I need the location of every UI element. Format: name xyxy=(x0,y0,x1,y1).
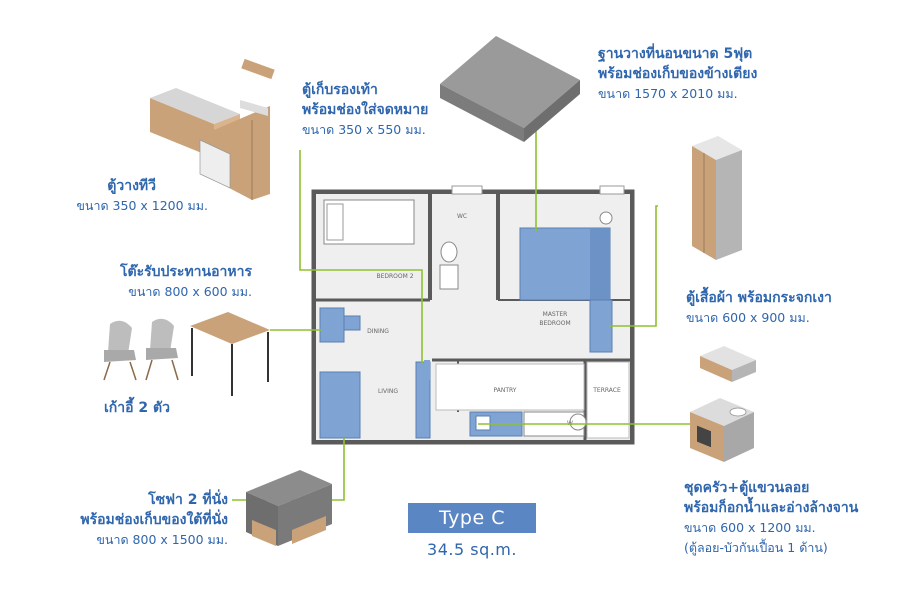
wardrobe-size: ขนาด 600 x 900 มม. xyxy=(686,310,810,325)
callout-tv-cabinet: ตู้วางทีวี ขนาด 350 x 1200 มม. xyxy=(20,176,208,216)
leader-shoe-cabinet xyxy=(299,150,423,364)
room-label-master-bedroom: BEDROOM xyxy=(539,320,570,327)
dining-table-size: ขนาด 800 x 600 มม. xyxy=(128,284,252,299)
sofa-size: ขนาด 800 x 1500 มม. xyxy=(96,532,228,547)
bed-base-illustration xyxy=(440,36,580,142)
room-label-master: MASTER xyxy=(543,311,568,318)
room-label-dining: DINING xyxy=(367,328,389,335)
callout-dining-table: โต๊ะรับประทานอาหาร ขนาด 800 x 600 มม. xyxy=(40,262,252,302)
callout-chairs: เก้าอี้ 2 ตัว xyxy=(104,398,170,418)
wardrobe-title: ตู้เสื้อผ้า พร้อมกระจกเงา xyxy=(686,290,832,306)
sofa-title: โซฟา 2 ที่นั่ง xyxy=(148,492,228,508)
bed-base-title: ฐานวางที่นอนขนาด 5ฟุต xyxy=(598,46,753,62)
dining-table-illustration xyxy=(190,312,270,396)
kitchen-note: (ตู้ลอย-บัวกันเปื้อน 1 ด้าน) xyxy=(684,540,828,555)
shoe-cabinet-title-2: พร้อมช่องใส่จดหมาย xyxy=(302,102,429,118)
kitchen-title-2: พร้อมก็อกน้ำและอ่างล้างจาน xyxy=(684,500,859,516)
kitchen-size: ขนาด 600 x 1200 มม. xyxy=(684,520,816,535)
unit-type-badge: Type C xyxy=(408,503,536,533)
callout-kitchen: ชุดครัว+ตู้แขวนลอย พร้อมก็อกน้ำและอ่างล้… xyxy=(684,478,858,558)
shoe-cabinet-size: ขนาด 350 x 550 มม. xyxy=(302,122,426,137)
callout-shoe-cabinet: ตู้เก็บรองเท้า พร้อมช่องใส่จดหมาย ขนาด 3… xyxy=(302,80,428,140)
room-label-living: LIVING xyxy=(378,388,398,395)
dining-table-title: โต๊ะรับประทานอาหาร xyxy=(119,264,252,280)
callout-sofa: โซฟา 2 ที่นั่ง พร้อมช่องเก็บของใต้ที่นั่… xyxy=(28,490,228,550)
callout-bed-base: ฐานวางที่นอนขนาด 5ฟุต พร้อมช่องเก็บของข้… xyxy=(598,44,757,104)
leader-lines xyxy=(232,118,690,501)
chairs-illustration xyxy=(103,318,179,381)
room-label-bedroom2: BEDROOM 2 xyxy=(376,273,413,280)
room-label-pantry: PANTRY xyxy=(494,387,517,394)
bed-base-size: ขนาด 1570 x 2010 มม. xyxy=(598,86,738,101)
kitchen-title: ชุดครัว+ตู้แขวนลอย xyxy=(684,480,810,496)
tv-cabinet-illustration xyxy=(150,58,275,200)
unit-area: 34.5 sq.m. xyxy=(427,540,517,559)
kitchen-illustration xyxy=(690,346,756,462)
leader-wardrobe xyxy=(610,205,658,327)
sofa-illustration xyxy=(246,470,332,546)
shoe-cabinet-title: ตู้เก็บรองเท้า xyxy=(302,82,378,98)
sofa-title-2: พร้อมช่องเก็บของใต้ที่นั่ง xyxy=(80,512,228,528)
tv-cabinet-title: ตู้วางทีวี xyxy=(107,178,156,194)
callout-wardrobe: ตู้เสื้อผ้า พร้อมกระจกเงา ขนาด 600 x 900… xyxy=(686,288,832,328)
room-label-terrace: TERRACE xyxy=(592,387,621,394)
room-label-wc: WC xyxy=(457,213,467,220)
chairs-title: เก้าอี้ 2 ตัว xyxy=(104,400,170,416)
wardrobe-illustration xyxy=(692,136,742,260)
tv-cabinet-size: ขนาด 350 x 1200 มม. xyxy=(76,198,208,213)
floor-plan: WC BEDROOM 2 MASTER BEDROOM DINING LIVIN… xyxy=(311,185,635,445)
bed-base-title-2: พร้อมช่องเก็บของข้างเตียง xyxy=(598,66,758,82)
